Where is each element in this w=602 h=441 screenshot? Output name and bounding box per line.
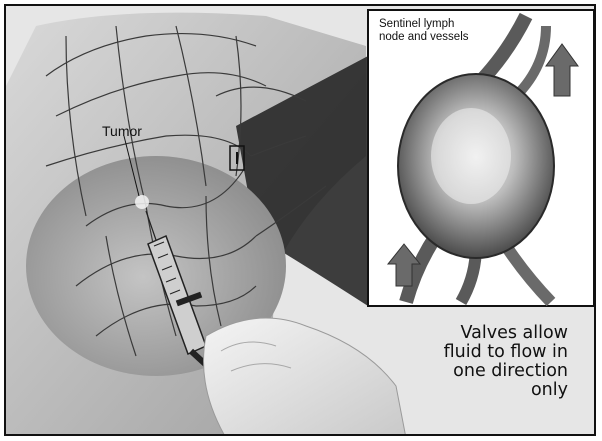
caption-line-2: fluid to flow in [444,343,568,362]
caption-line-3: one direction [453,362,568,381]
tumor-label: Tumor [102,123,142,139]
inset-title-line-1: Sentinel lymph [379,18,454,31]
inset-panel [368,10,594,306]
tumor-spot [135,195,149,209]
caption-line-1: Valves allow [461,324,568,343]
caption-line-4: only [531,381,568,400]
inset-title-line-2: node and vessels [379,31,469,44]
figure-frame: Tumor Sentinel lymph node and vessels Va… [4,4,596,436]
